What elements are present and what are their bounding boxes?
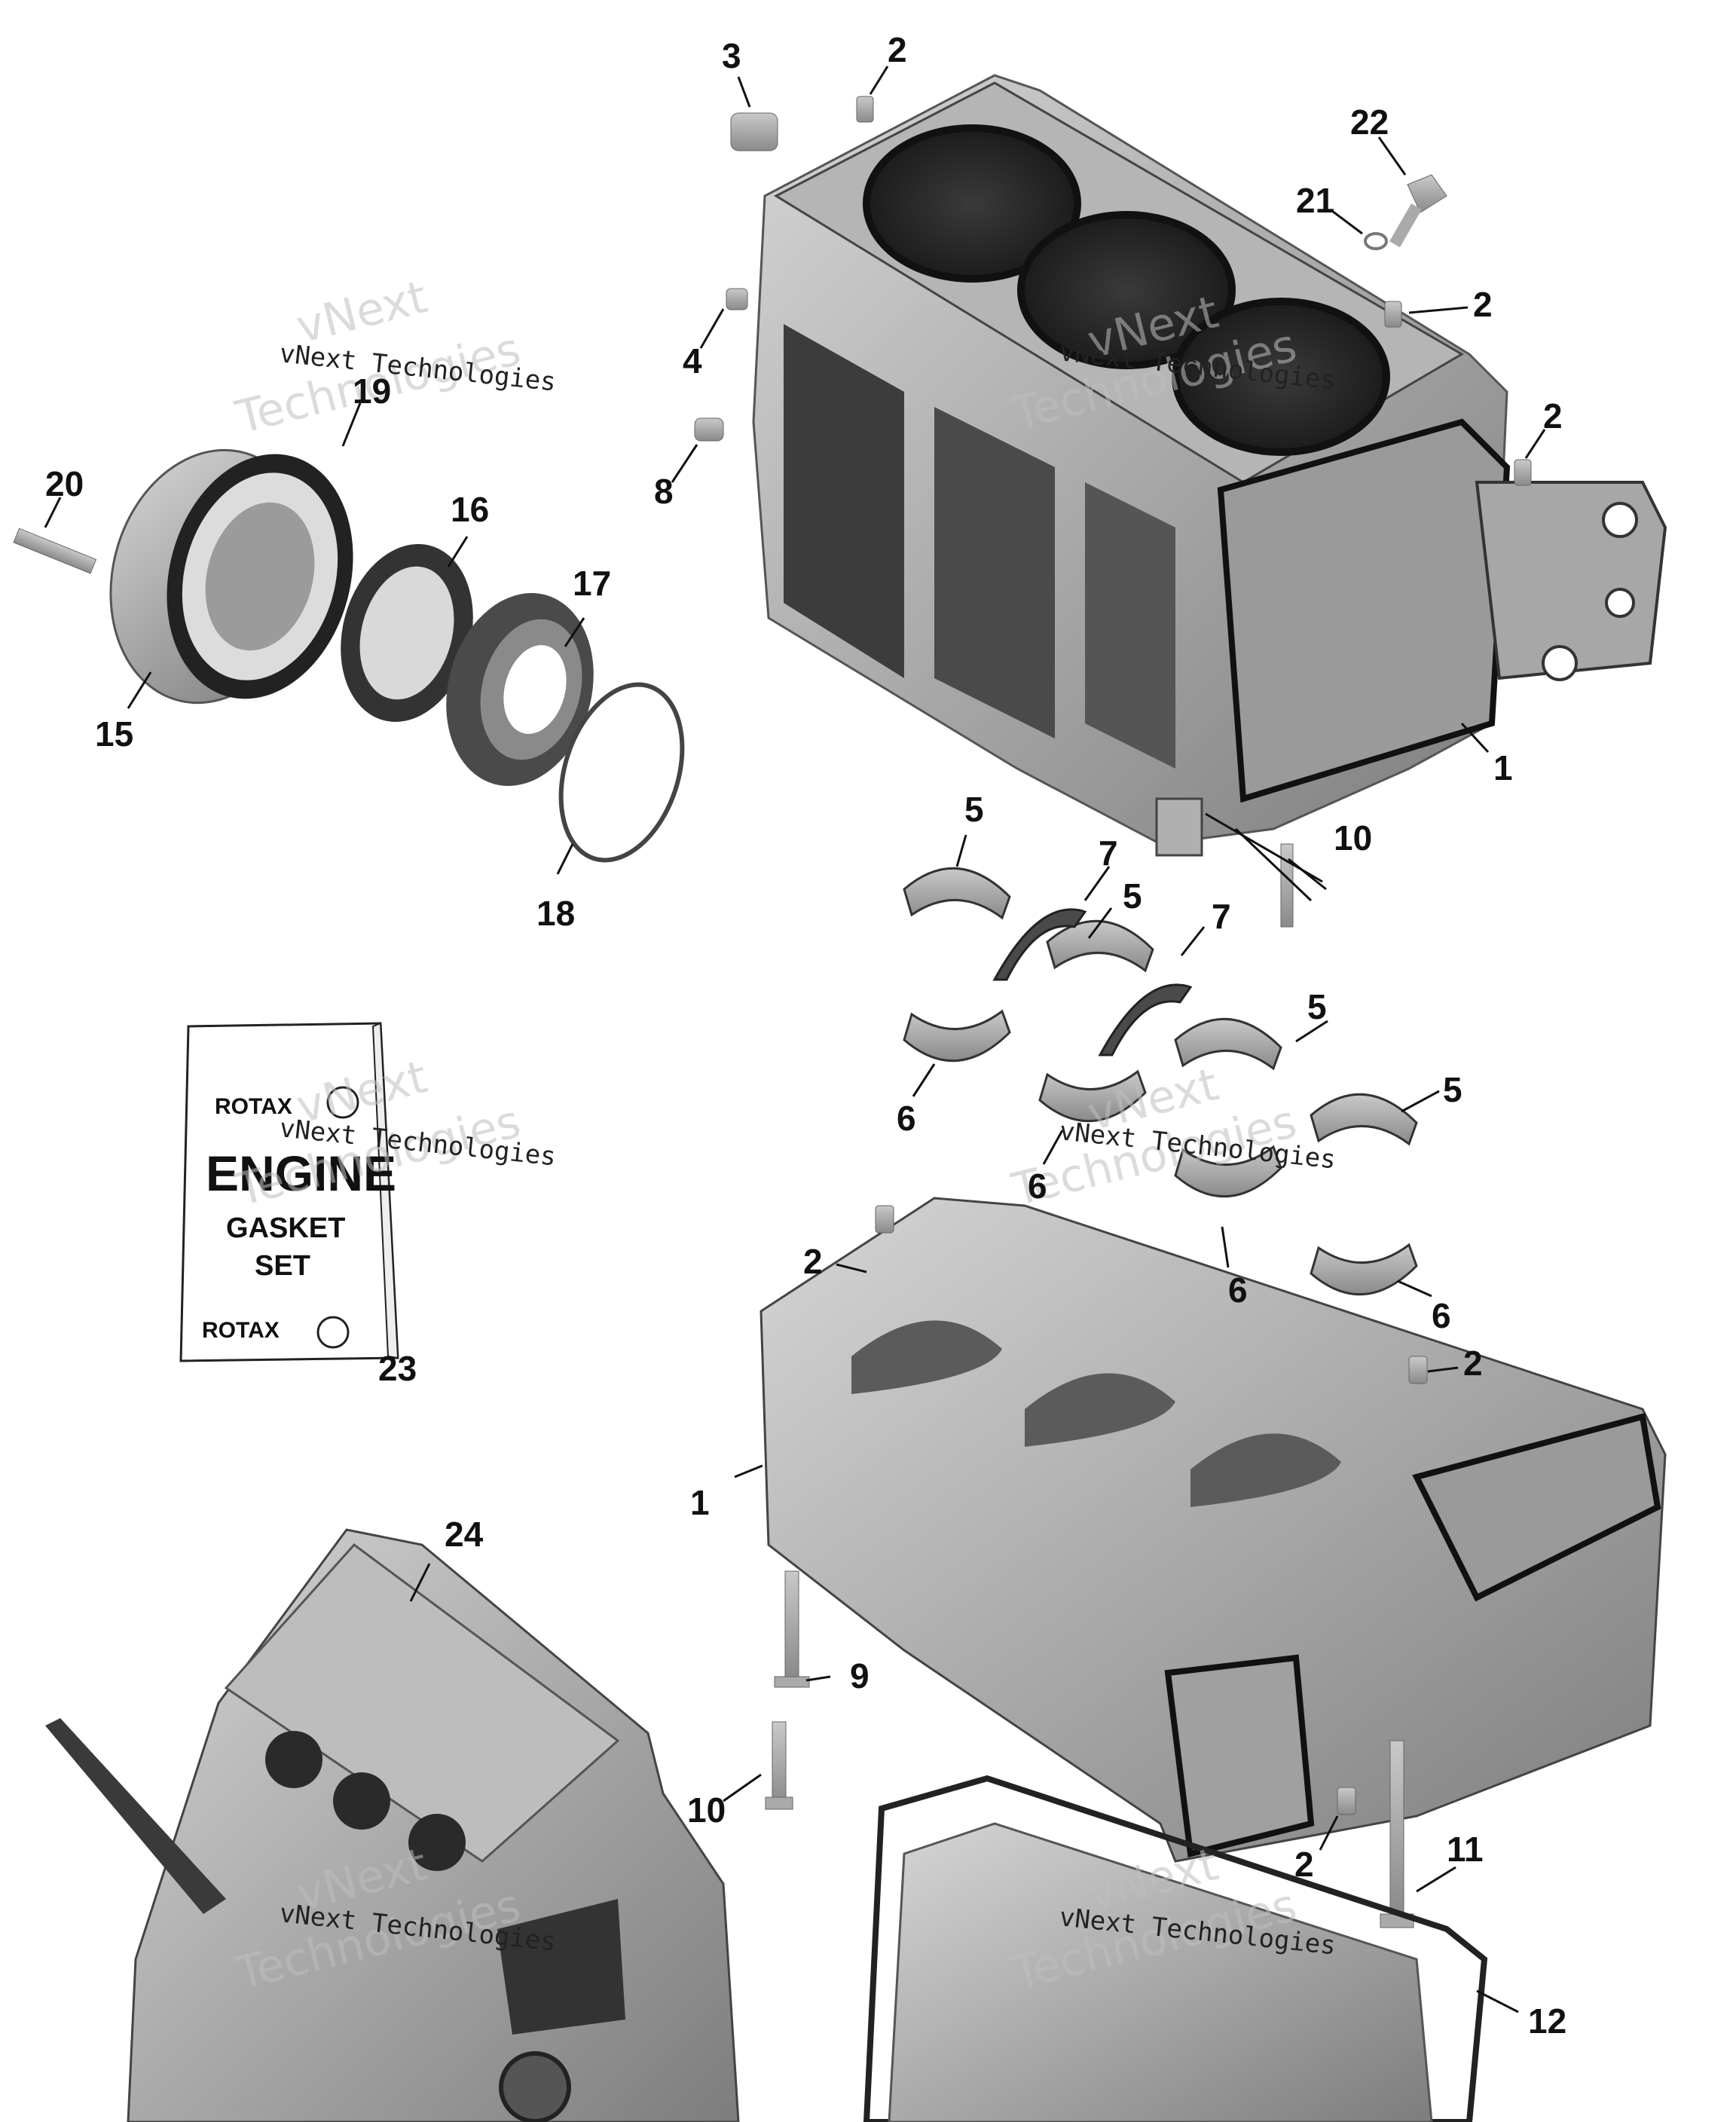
callout-6: 6 <box>1432 1296 1451 1335</box>
bottom-plate <box>863 1775 1488 2122</box>
callout-20: 20 <box>45 464 84 503</box>
callout-numbers: 3 2 22 21 2 2 4 8 20 19 16 17 15 18 1 5 … <box>45 30 1566 2041</box>
callout-1: 1 <box>1493 748 1513 787</box>
callout-5: 5 <box>1123 876 1142 916</box>
leader-lines <box>44 66 1546 2013</box>
kit-line1: ENGINE <box>206 1145 396 1201</box>
callout-6: 6 <box>1028 1166 1047 1206</box>
callout-16: 16 <box>451 490 489 529</box>
callout-12: 12 <box>1528 2001 1566 2041</box>
callout-22: 22 <box>1350 102 1389 142</box>
kit-line2: GASKET <box>226 1212 345 1244</box>
flange-assembly <box>13 448 685 863</box>
callout-4: 4 <box>683 341 702 381</box>
callout-2: 2 <box>803 1242 823 1281</box>
callout-17: 17 <box>573 564 611 603</box>
callout-7: 7 <box>1212 897 1231 936</box>
callout-8: 8 <box>654 472 674 511</box>
callout-2: 2 <box>1294 1845 1314 1884</box>
callout-15: 15 <box>95 714 133 754</box>
kit-brand-top: ROTAX <box>215 1094 292 1119</box>
callout-23: 23 <box>378 1349 417 1388</box>
callout-9: 9 <box>850 1656 870 1695</box>
callout-3: 3 <box>722 36 741 75</box>
callout-19: 19 <box>353 372 391 411</box>
upper-crankcase <box>752 74 1667 857</box>
bearing-shells <box>903 843 1418 1296</box>
engine-assembly <box>45 1528 740 2122</box>
callout-24: 24 <box>445 1515 484 1554</box>
kit-brand-bottom: ROTAX <box>202 1318 280 1343</box>
callout-7: 7 <box>1099 833 1118 873</box>
callout-11: 11 <box>1447 1830 1484 1869</box>
callout-1: 1 <box>690 1483 710 1522</box>
callout-2: 2 <box>888 30 907 69</box>
dowel-pins-top <box>694 96 1532 486</box>
callout-5: 5 <box>1307 987 1327 1026</box>
callout-5: 5 <box>964 790 984 829</box>
callout-2: 2 <box>1463 1344 1483 1383</box>
kit-line3: SET <box>255 1250 310 1282</box>
callout-21: 21 <box>1296 181 1334 220</box>
callout-2: 2 <box>1473 285 1493 324</box>
callout-10: 10 <box>1334 818 1372 858</box>
callout-2: 2 <box>1543 396 1563 436</box>
lower-crankcase <box>760 1197 1667 1863</box>
brp-logo-icon-bottom <box>316 1316 350 1349</box>
callout-5: 5 <box>1443 1070 1462 1109</box>
callout-10: 10 <box>687 1790 726 1830</box>
callout-6: 6 <box>1228 1270 1248 1310</box>
brp-logo-icon <box>326 1086 359 1119</box>
callout-18: 18 <box>536 894 575 933</box>
callout-6: 6 <box>897 1099 916 1138</box>
gasket-kit-card: ROTAX ENGINE GASKET SET ROTAX <box>179 1022 399 1362</box>
